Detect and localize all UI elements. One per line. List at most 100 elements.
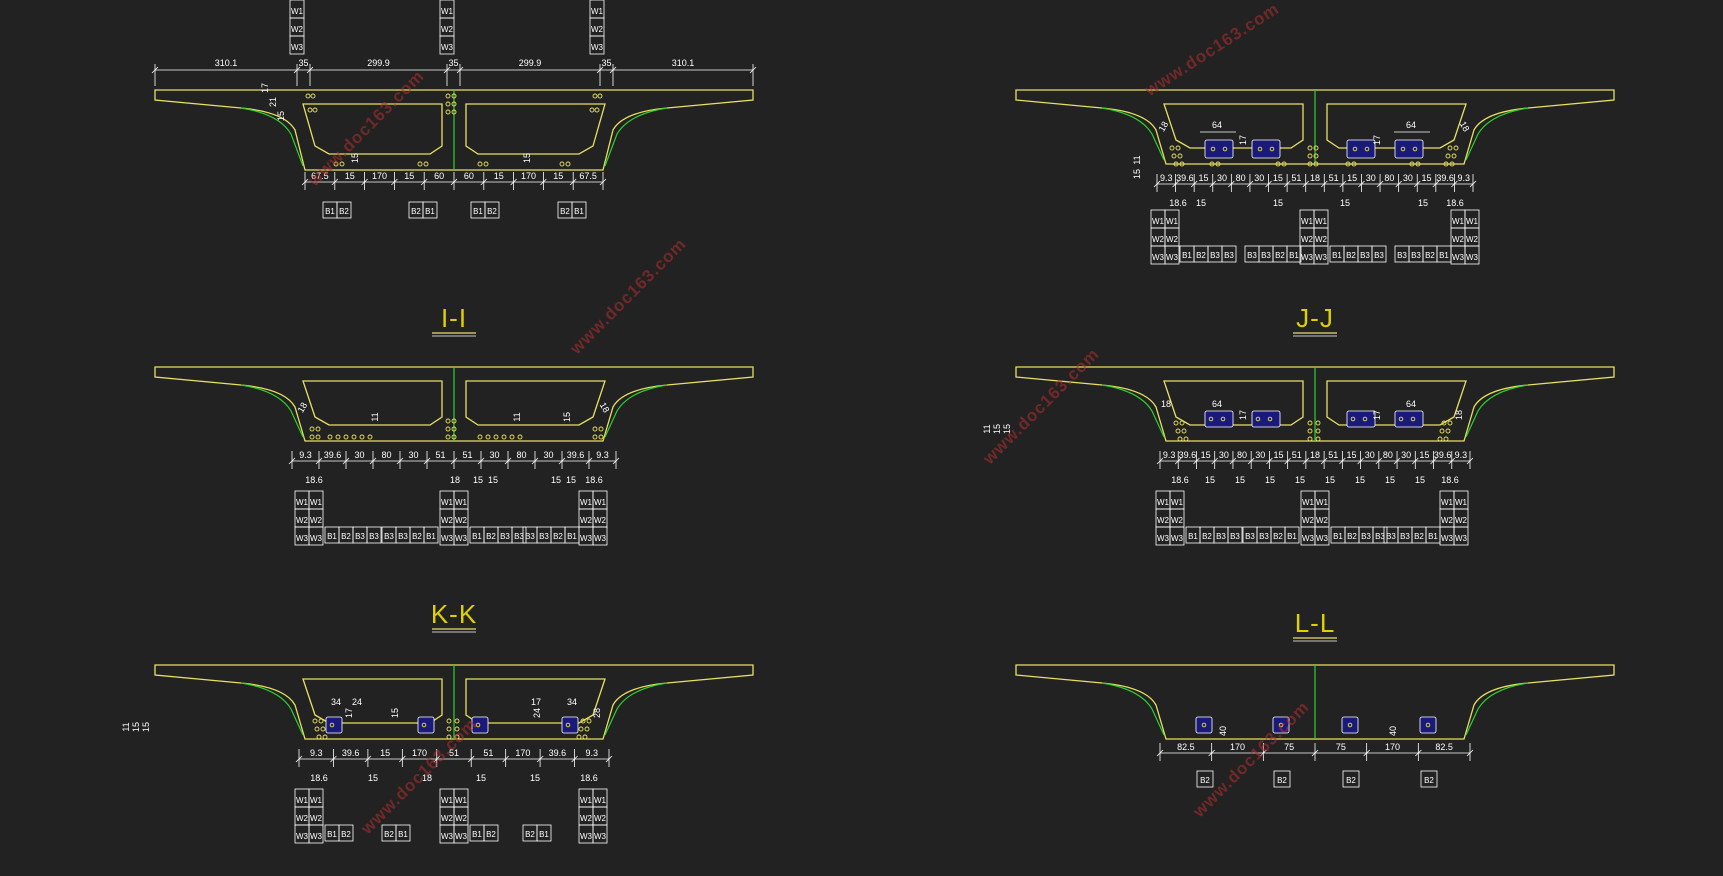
tendon-tag-label: W1 bbox=[1466, 217, 1479, 226]
tendon-duct bbox=[1443, 161, 1449, 167]
tendon-duct bbox=[592, 426, 598, 432]
tendon-duct bbox=[454, 718, 460, 724]
tendon-tag-box bbox=[589, 35, 605, 55]
web-curve bbox=[240, 107, 304, 167]
tendon-duct bbox=[1441, 420, 1447, 426]
tendon-tag-box bbox=[592, 526, 608, 546]
tendon-tag-label: B1 bbox=[1182, 251, 1192, 260]
tendon-duct bbox=[451, 418, 457, 424]
tendon-duct bbox=[1362, 416, 1368, 422]
tendon-tag-label: W3 bbox=[1466, 253, 1479, 262]
tendon-tag-box bbox=[1164, 245, 1180, 265]
web-curve bbox=[1465, 107, 1529, 161]
dimension-label: 30 bbox=[408, 450, 418, 460]
dimension-label: 30 bbox=[354, 450, 364, 460]
tendon-duct bbox=[1171, 153, 1177, 159]
tendon-duct bbox=[1208, 416, 1214, 422]
dimension-label: 30 bbox=[1366, 173, 1376, 183]
dimension-label: 15 bbox=[141, 722, 151, 732]
tendon-duct bbox=[305, 93, 311, 99]
tendon-duct bbox=[445, 93, 451, 99]
dimension-label: 15 bbox=[473, 475, 483, 485]
tendon-tag-label: B2 bbox=[486, 830, 496, 839]
tendon-tag-box bbox=[338, 824, 354, 842]
tendon-duct bbox=[451, 109, 457, 115]
tendon-tag-label: B2 bbox=[486, 532, 496, 541]
web-curve bbox=[1465, 384, 1529, 438]
tendon-duct bbox=[1267, 416, 1273, 422]
tendon-duct bbox=[1307, 420, 1313, 426]
dimension-label: 24 bbox=[352, 697, 362, 707]
tendon-tag-label: B3 bbox=[1259, 532, 1269, 541]
web-curve bbox=[240, 384, 304, 438]
tendon-duct bbox=[445, 434, 451, 440]
dimension-label: 75 bbox=[1336, 742, 1346, 752]
dimension-label: 15 bbox=[530, 773, 540, 783]
dimension-label: 60 bbox=[464, 171, 474, 181]
dimension-label: 51 bbox=[483, 748, 493, 758]
dimension-label: 60 bbox=[434, 171, 444, 181]
tendon-duct bbox=[309, 434, 315, 440]
tendon-tag-label: B2 bbox=[1277, 776, 1287, 785]
tendon-tag-label: W2 bbox=[1302, 516, 1315, 525]
tendon-tag-label: B3 bbox=[539, 532, 549, 541]
tendon-duct bbox=[1398, 416, 1404, 422]
tendon-tag-label: W2 bbox=[580, 814, 593, 823]
tendon-tag-label: W3 bbox=[1157, 534, 1170, 543]
tendon-tag-label: B3 bbox=[1361, 532, 1371, 541]
tendon-duct bbox=[1307, 145, 1313, 151]
tendon-duct bbox=[1410, 416, 1416, 422]
tendon-duct bbox=[1173, 420, 1179, 426]
dimension-label: 17 bbox=[1372, 410, 1382, 420]
tendon-tag-label: B1 bbox=[325, 207, 335, 216]
dimension-label: 15 bbox=[1355, 475, 1365, 485]
box-cell-right bbox=[465, 103, 606, 155]
dimension-label: 18.6 bbox=[1446, 198, 1464, 208]
tendon-tag-label: W3 bbox=[291, 43, 304, 52]
tendon-tag-label: B1 bbox=[567, 532, 577, 541]
tendon-duct bbox=[1445, 428, 1451, 434]
tendon-duct bbox=[1347, 722, 1353, 728]
box-cell-left bbox=[302, 103, 443, 155]
tendon-duct bbox=[451, 101, 457, 107]
dimension-label: 15 bbox=[551, 475, 561, 485]
anchor-block bbox=[1346, 410, 1376, 428]
tendon-tag-label: W1 bbox=[441, 7, 454, 16]
dimension-label: 30 bbox=[1365, 450, 1375, 460]
tendon-tag-box bbox=[1286, 245, 1302, 263]
tendon-tag-label: W1 bbox=[455, 498, 468, 507]
tendon-tag-label: B3 bbox=[1247, 251, 1257, 260]
tendon-tag-label: W2 bbox=[594, 516, 607, 525]
dimension-label: 15 bbox=[1273, 198, 1283, 208]
tendon-tag-label: W2 bbox=[291, 25, 304, 34]
tendon-tag-label: W1 bbox=[594, 796, 607, 805]
dimension-label: 30 bbox=[1403, 173, 1413, 183]
tendon-duct bbox=[312, 718, 318, 724]
tendon-duct bbox=[1201, 722, 1207, 728]
tendon-tag-box bbox=[1371, 245, 1387, 263]
dimension-label: 11 bbox=[512, 412, 522, 421]
dimension-label: 11 bbox=[982, 424, 992, 433]
tendon-duct bbox=[1177, 153, 1183, 159]
tendon-duct bbox=[1315, 436, 1321, 442]
tendon-tag-label: W1 bbox=[441, 796, 454, 805]
dimension-label: 9.3 bbox=[299, 450, 312, 460]
tendon-tag-label: W1 bbox=[1302, 498, 1315, 507]
tendon-tag-label: W1 bbox=[1441, 498, 1454, 507]
tendon-tag-label: W2 bbox=[441, 516, 454, 525]
tendon-duct bbox=[594, 107, 600, 113]
tendon-tag-label: B2 bbox=[1346, 251, 1356, 260]
dimension-label: 39.6 bbox=[567, 450, 585, 460]
dimension-label: 18.6 bbox=[1171, 475, 1189, 485]
dimension-label: 15 bbox=[1385, 475, 1395, 485]
tendon-tag-label: B3 bbox=[500, 532, 510, 541]
tendon-tag-label: W1 bbox=[296, 796, 309, 805]
dimension-label: 170 bbox=[521, 171, 536, 181]
dimension-label: 17 bbox=[1238, 410, 1248, 420]
tendon-duct bbox=[312, 107, 318, 113]
dimension-label: 17 bbox=[1238, 135, 1248, 145]
tendon-duct bbox=[1445, 153, 1451, 159]
anchor-block bbox=[1251, 410, 1281, 428]
tendon-duct bbox=[445, 101, 451, 107]
dimension-label: 15 bbox=[1274, 450, 1284, 460]
